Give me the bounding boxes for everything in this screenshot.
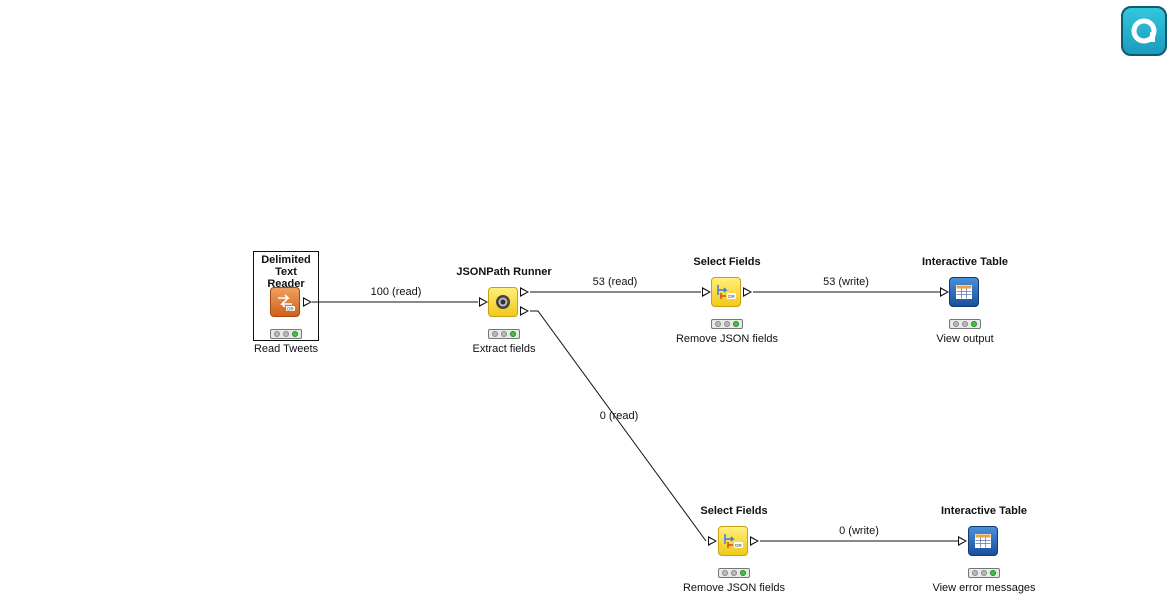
- input-port[interactable]: [958, 536, 967, 546]
- node-caption-remove-json-fields: Remove JSON fields: [682, 582, 786, 594]
- node-caption-remove-json-fields: Remove JSON fields: [675, 333, 779, 345]
- node-caption-extract-fields: Extract fields: [472, 343, 536, 355]
- output-port[interactable]: [743, 287, 752, 297]
- jsonpath-runner-icon[interactable]: [488, 287, 518, 317]
- input-port[interactable]: [708, 536, 717, 546]
- node-title-interactive-table: Interactive Table: [922, 256, 1008, 268]
- edge-label-jsonpath-select1: 53 (read): [592, 276, 638, 288]
- edge-label-select1-table1: 53 (write): [823, 276, 869, 288]
- node-title-interactive-table: Interactive Table: [941, 505, 1027, 517]
- select-fields-icon[interactable]: DR: [711, 277, 741, 307]
- interactive-table-icon[interactable]: [949, 277, 979, 307]
- input-port[interactable]: [940, 287, 949, 297]
- node-title-jsonpath-runner: JSONPath Runner: [456, 266, 552, 278]
- input-port[interactable]: [702, 287, 711, 297]
- node-caption-read-tweets: Read Tweets: [253, 343, 319, 355]
- node-selection-box: [253, 251, 319, 341]
- select-fields-icon[interactable]: DR: [718, 526, 748, 556]
- edge-label-jsonpath-select2: 0 (read): [599, 410, 639, 422]
- edge-label-select2-table2: 0 (write): [839, 525, 879, 537]
- node-status-light: [718, 568, 750, 578]
- node-status-light: [968, 568, 1000, 578]
- output-port[interactable]: [520, 306, 529, 316]
- edge-jsonpath-to-select2: [530, 310, 707, 542]
- svg-text:DR: DR: [728, 294, 735, 299]
- node-caption-view-output: View output: [936, 333, 994, 345]
- node-title-select-fields: Select Fields: [700, 505, 768, 517]
- svg-text:DR: DR: [287, 306, 294, 311]
- node-status-light: [270, 329, 302, 339]
- app-logo-icon: [1121, 6, 1167, 56]
- input-port[interactable]: [479, 297, 488, 307]
- text-reader-icon[interactable]: DR: [270, 287, 300, 317]
- node-title-delimited-text-reader: Delimited Text Reader: [261, 254, 311, 290]
- edge-label-reader-jsonpath: 100 (read): [370, 286, 422, 298]
- interactive-table-icon[interactable]: [968, 526, 998, 556]
- output-port[interactable]: [303, 297, 312, 307]
- node-status-light: [949, 319, 981, 329]
- node-caption-view-error-messages: View error messages: [932, 582, 1036, 594]
- node-status-light: [711, 319, 743, 329]
- svg-text:DR: DR: [735, 543, 742, 548]
- node-title-select-fields: Select Fields: [693, 256, 761, 268]
- node-status-light: [488, 329, 520, 339]
- output-port[interactable]: [750, 536, 759, 546]
- output-port[interactable]: [520, 287, 529, 297]
